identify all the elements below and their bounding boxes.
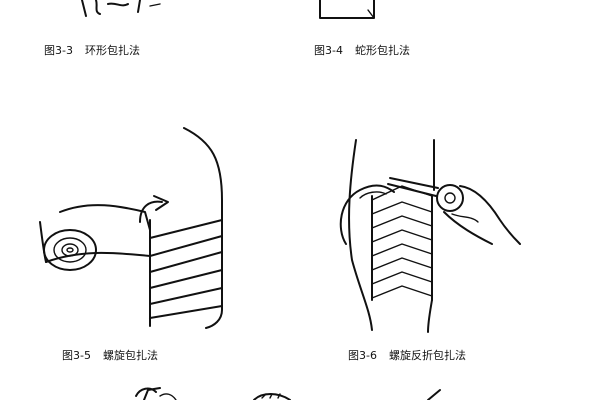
figure-3-4-drawing (319, 0, 375, 19)
figure-title: 蛇形包扎法 (354, 44, 410, 57)
figure-number: 图3-4 (314, 44, 343, 57)
figure-3-4-caption: 图3-4 蛇形包扎法 (314, 44, 410, 58)
figure-3-6-drawing (339, 139, 521, 333)
figure-3-5-drawing (39, 127, 223, 329)
figure-number: 图3-3 (44, 44, 73, 57)
figure-3-6-caption: 图3-6 螺旋反折包扎法 (348, 349, 466, 363)
figure-title: 螺旋反折包扎法 (388, 349, 466, 362)
figure-3-3-caption: 图3-3 环形包扎法 (44, 44, 140, 58)
bottom-cropped-drawings (135, 387, 441, 400)
figure-3-3-drawing (81, 0, 161, 17)
figure-number: 图3-6 (348, 349, 377, 362)
figure-3-5-caption: 图3-5 螺旋包扎法 (62, 349, 158, 363)
figure-title: 环形包扎法 (84, 44, 140, 57)
figure-number: 图3-5 (62, 349, 91, 362)
figure-title: 螺旋包扎法 (102, 349, 158, 362)
